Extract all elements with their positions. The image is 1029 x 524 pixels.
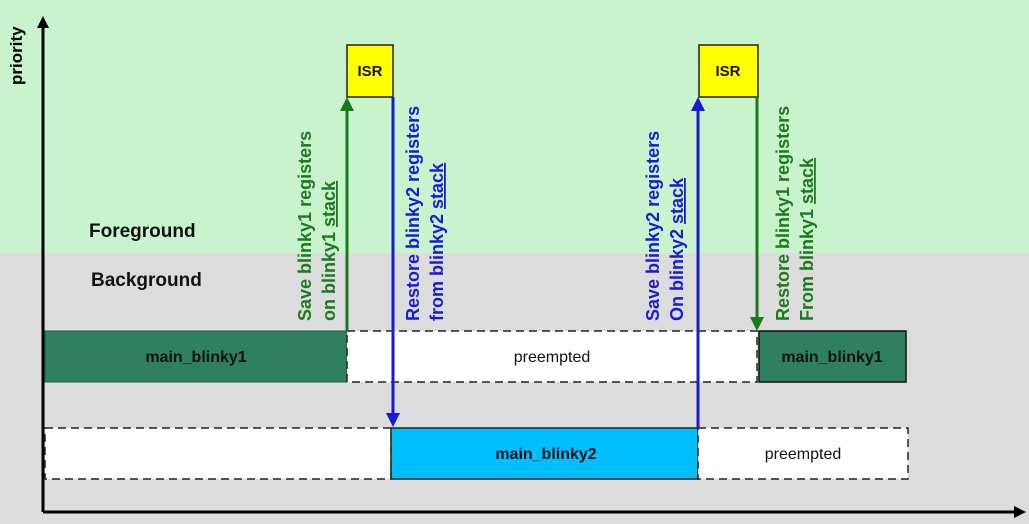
restore1-stack-link: stack — [797, 157, 817, 204]
main-blinky2-label: main_blinky2 — [495, 446, 596, 463]
preempted-box-2 — [697, 427, 909, 480]
isr-label-1: ISR — [357, 63, 382, 80]
restore1-line1: Restore blinky1 registers — [773, 106, 793, 321]
isr-label-2: ISR — [715, 63, 740, 80]
blinky2-idle-box — [44, 427, 392, 480]
save-blinky2-annotation: Save blinky2 registers On blinky2 stack — [643, 131, 687, 321]
main-blinky1-label-a: main_blinky1 — [145, 349, 246, 366]
foreground-label: Foreground — [89, 221, 196, 242]
foreground-band — [0, 0, 1029, 253]
restore-blinky2-annotation: Restore blinky2 registers from blinky2 s… — [403, 106, 447, 321]
save2-stack-link: stack — [667, 177, 687, 224]
save2-line1: Save blinky2 registers — [643, 131, 663, 321]
y-axis-label: priority — [7, 26, 26, 85]
isr-box-1 — [346, 44, 394, 98]
isr-box-2 — [698, 44, 759, 98]
main-blinky1-box-b — [758, 330, 907, 383]
preempted-label-2: preempted — [765, 446, 842, 463]
save1-stack-link: stack — [319, 180, 339, 227]
preempted-label-1: preempted — [514, 349, 591, 366]
restore1-line2: From blinky1 stack — [797, 157, 817, 321]
save1-line1: Save blinky1 registers — [295, 131, 315, 321]
main-blinky2-box — [390, 427, 699, 480]
save-blinky1-annotation: Save blinky1 registers on blinky1 stack — [295, 131, 339, 321]
restore2-stack-link: stack — [427, 162, 447, 209]
save1-line2: on blinky1 stack — [319, 180, 339, 321]
restore-blinky1-annotation: Restore blinky1 registers From blinky1 s… — [773, 106, 817, 321]
background-label: Background — [91, 270, 202, 291]
restore2-line2: from blinky2 stack — [427, 162, 447, 321]
restore2-line1: Restore blinky2 registers — [403, 106, 423, 321]
save2-line2: On blinky2 stack — [667, 177, 687, 321]
preempted-box-1 — [346, 330, 758, 383]
main-blinky1-box-a — [44, 330, 348, 383]
main-blinky1-label-b: main_blinky1 — [781, 349, 882, 366]
